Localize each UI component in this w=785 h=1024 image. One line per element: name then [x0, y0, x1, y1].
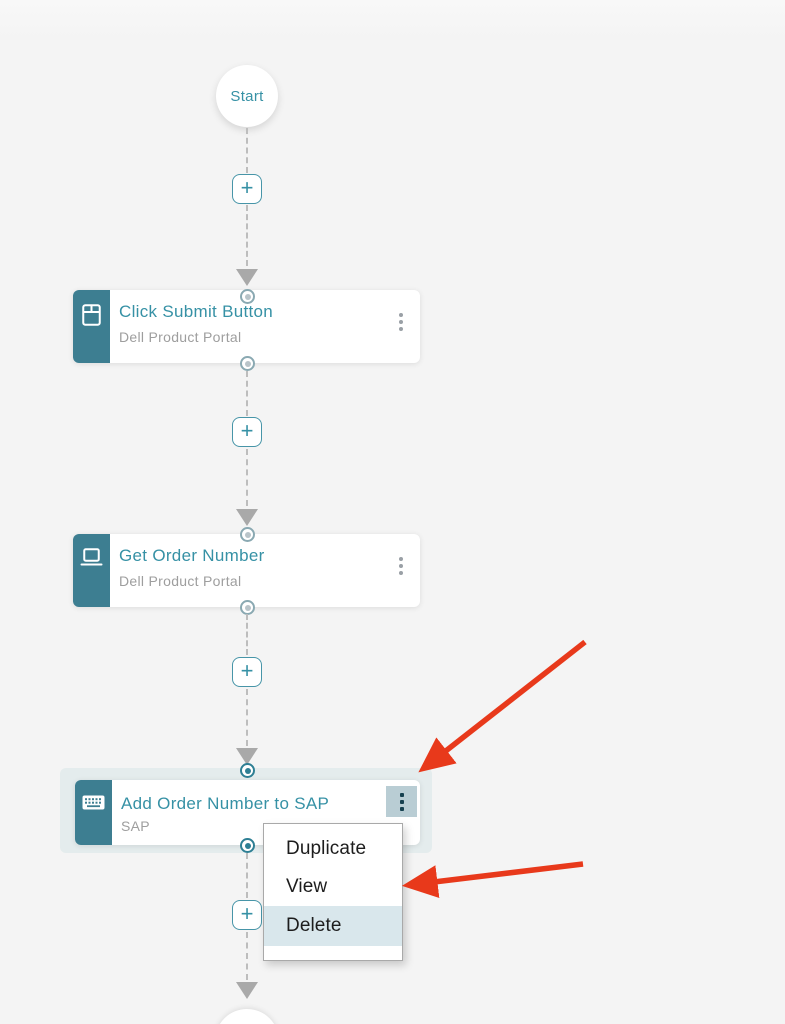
menu-item-duplicate[interactable]: Duplicate [286, 838, 367, 859]
end-node-partial[interactable] [215, 1009, 279, 1024]
node-subtitle: Dell Product Portal [119, 329, 242, 345]
connector-arrowhead-icon [236, 748, 258, 765]
connector-dash [246, 932, 248, 980]
start-node[interactable]: Start [216, 65, 278, 127]
menu-item-delete[interactable]: Delete [264, 906, 402, 946]
start-node-label: Start [230, 87, 264, 105]
node-menu-button[interactable] [397, 311, 405, 333]
node-connection-dot-active [240, 838, 255, 853]
node-text: Click Submit Button Dell Product Portal [110, 290, 273, 363]
node-connection-dot [240, 289, 255, 304]
connector-dash [246, 371, 248, 416]
connector-dash [246, 205, 248, 266]
arrow-to-node-menu-button [418, 639, 587, 773]
connector-dash [246, 128, 248, 173]
connector-dash [246, 614, 248, 655]
node-accent-bar [73, 534, 110, 607]
node-menu-button-active[interactable] [386, 786, 417, 817]
connector-arrowhead-icon [236, 982, 258, 999]
add-step-button[interactable]: + [232, 900, 262, 930]
connector-dash [246, 689, 248, 746]
node-text: Add Order Number to SAP SAP [112, 780, 329, 845]
arrow-to-view-menu-item [401, 861, 584, 898]
connector-arrowhead-icon [236, 269, 258, 286]
connector-dash [246, 853, 248, 898]
node-subtitle: SAP [121, 818, 150, 834]
browser-window-icon [82, 304, 101, 331]
node-menu-button[interactable] [397, 555, 405, 577]
node-title: Click Submit Button [119, 302, 274, 321]
keyboard-icon [82, 795, 105, 815]
node-connection-dot [240, 600, 255, 615]
node-connection-dot [240, 527, 255, 542]
node-connection-dot [240, 356, 255, 371]
add-step-button[interactable]: + [232, 417, 262, 447]
laptop-icon [80, 548, 103, 572]
node-context-menu: Duplicate View Delete [263, 823, 403, 961]
node-text: Get Order Number Dell Product Portal [110, 534, 265, 607]
flow-node-get-order-number[interactable]: Get Order Number Dell Product Portal [73, 534, 420, 607]
node-title: Get Order Number [119, 546, 265, 565]
node-accent-bar [73, 290, 110, 363]
connector-dash [246, 449, 248, 506]
add-step-button[interactable]: + [232, 657, 262, 687]
node-connection-dot-active [240, 763, 255, 778]
menu-item-view[interactable]: View [286, 876, 328, 897]
node-subtitle: Dell Product Portal [119, 573, 242, 589]
node-accent-bar [75, 780, 112, 845]
connector-arrowhead-icon [236, 509, 258, 526]
add-step-button[interactable]: + [232, 174, 262, 204]
node-title: Add Order Number to SAP [121, 794, 330, 813]
